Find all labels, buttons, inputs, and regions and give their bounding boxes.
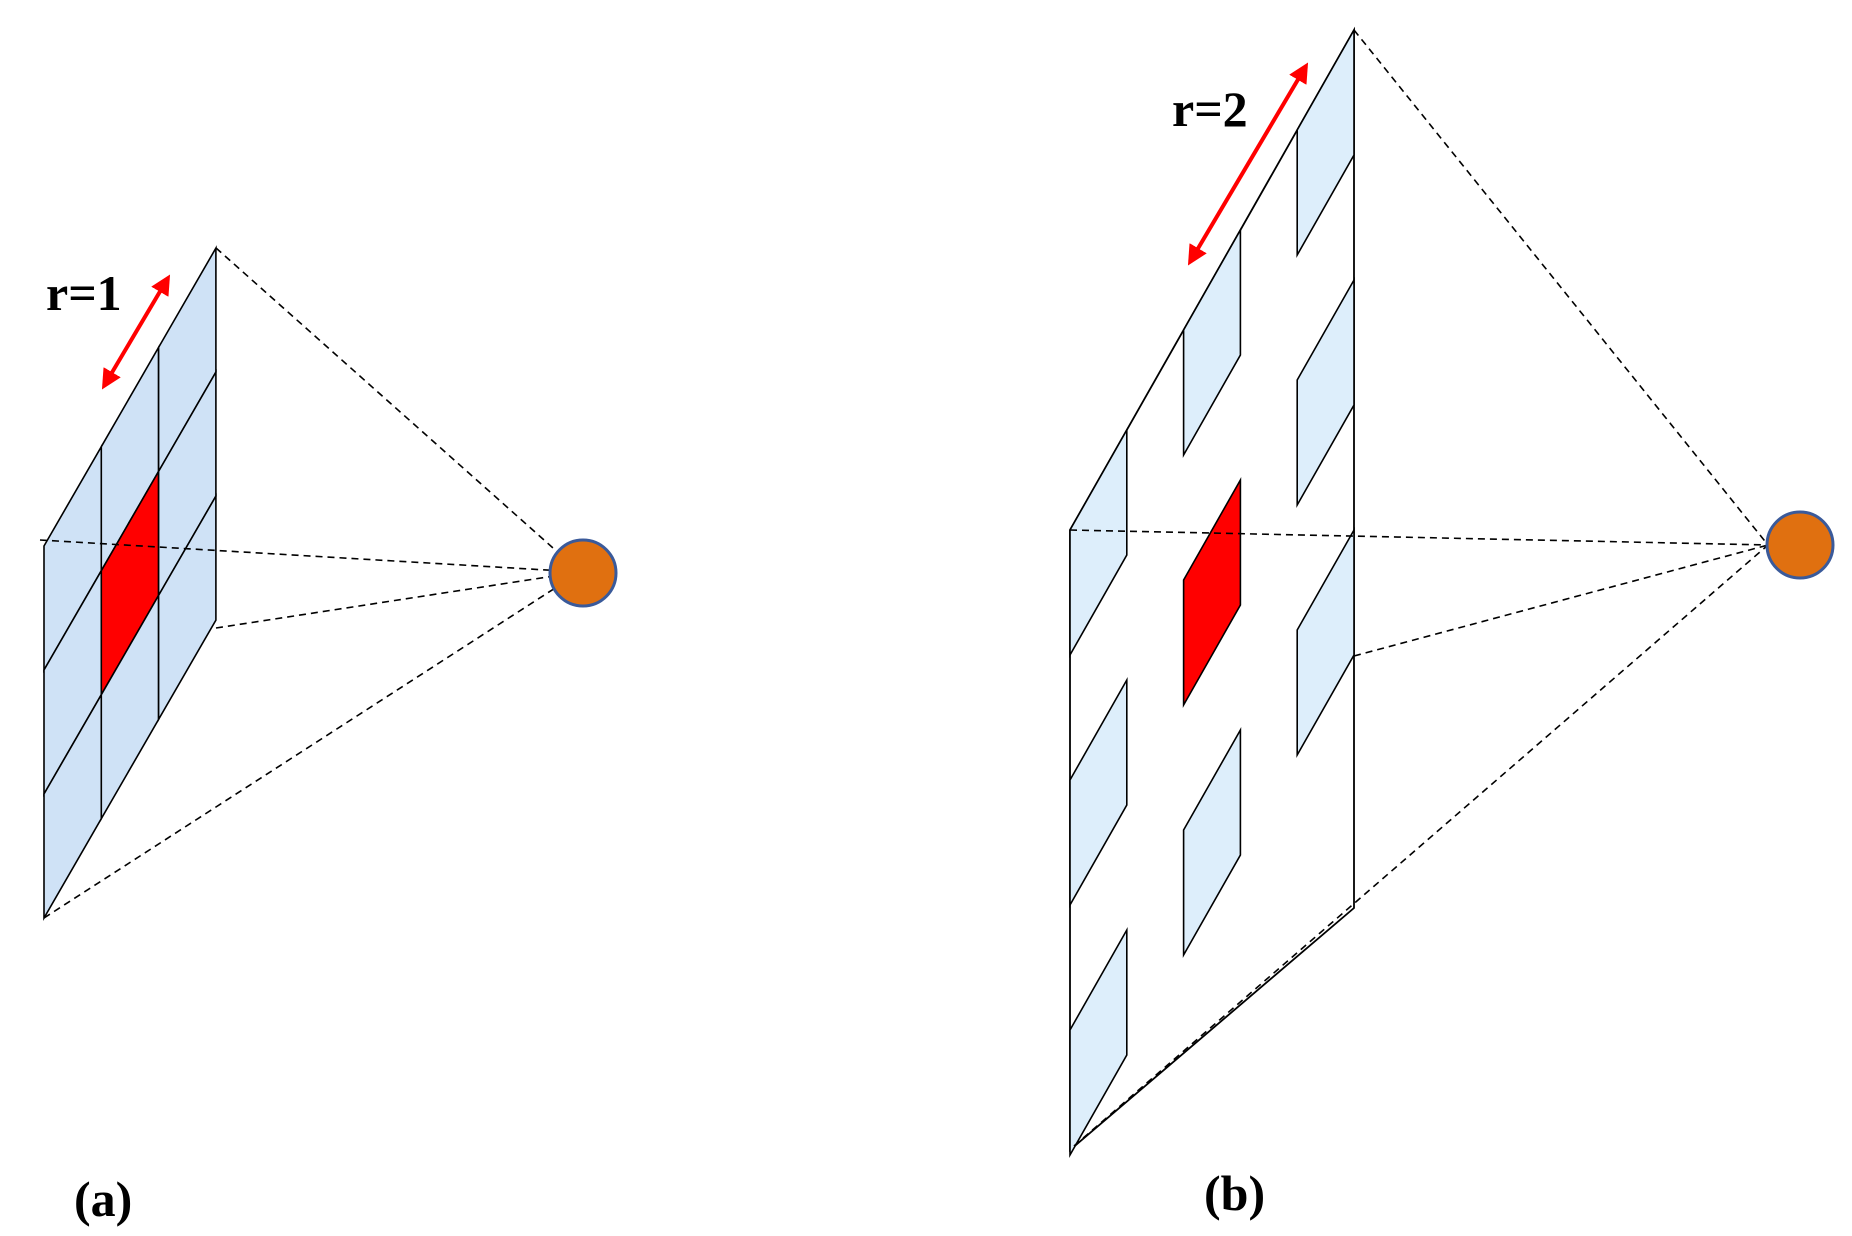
kernel-cell	[1069, 426, 1128, 659]
projection-line-mid-right	[1353, 544, 1769, 657]
dilation-arrow-a	[101, 274, 171, 390]
panel-a: r=1 (a)	[39, 245, 618, 1227]
caption-a: (a)	[74, 1171, 132, 1227]
kernel-cell	[157, 493, 217, 723]
projection-line-center	[1069, 529, 1769, 546]
kernel-cell	[1296, 276, 1355, 509]
projection-line-bottom	[1073, 544, 1769, 1147]
projection-lines-b	[1069, 29, 1769, 1147]
projection-line-mid-right	[215, 571, 581, 629]
kernel-grid-r2	[1069, 26, 1355, 1159]
kernel-grid-r1	[43, 245, 217, 921]
panel-b: r=2 (b)	[1069, 26, 1835, 1221]
kernel-cell	[1069, 676, 1128, 909]
rate-label-b: r=2	[1172, 81, 1248, 137]
projection-lines-a	[39, 247, 581, 919]
projection-line-center	[39, 539, 581, 573]
projection-line-bottom	[43, 571, 581, 919]
kernel-cell	[1296, 526, 1355, 759]
rate-label-a: r=1	[46, 265, 122, 321]
kernel-cell	[1182, 726, 1242, 959]
kernel-center-cell	[1182, 476, 1242, 709]
projection-line-top	[1353, 29, 1769, 546]
kernel-cell	[1069, 926, 1128, 1159]
projection-line-top	[215, 247, 581, 573]
dilation-arrow-b	[1187, 62, 1309, 266]
output-node-b	[1765, 510, 1835, 580]
caption-b: (b)	[1204, 1165, 1265, 1221]
output-node-a	[548, 538, 618, 608]
